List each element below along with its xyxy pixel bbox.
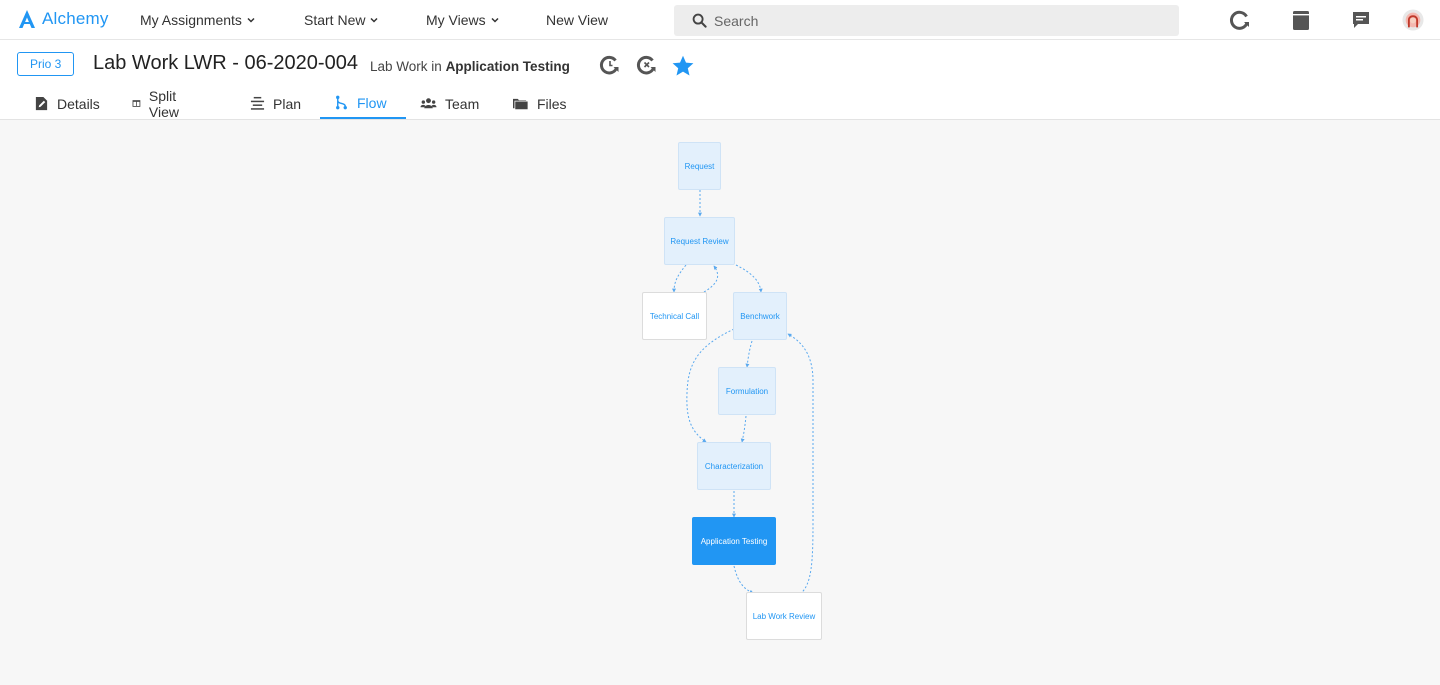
nav-start-new[interactable]: Start New [304, 12, 379, 28]
edge-benchwork-to-characterization [686, 328, 735, 443]
flow-icon [336, 95, 347, 110]
tab-details[interactable]: Details [20, 88, 114, 119]
tab-flow-label: Flow [357, 94, 387, 111]
priority-badge[interactable]: Prio 3 [17, 52, 75, 76]
edge-benchwork-to-formulation [745, 340, 753, 368]
tab-plan-label: Plan [273, 95, 302, 112]
flow-node-label: Request [684, 161, 715, 171]
flow-node-label: Formulation [725, 386, 769, 396]
subtitle-prefix: Lab Work in [370, 59, 442, 74]
flow-node-application-testing[interactable]: Application Testing [692, 517, 776, 565]
plan-icon [250, 96, 265, 110]
nav-new-view-label: New View [546, 12, 608, 28]
history-icon[interactable] [1229, 9, 1251, 31]
nav-my-views[interactable]: My Views [426, 12, 500, 28]
nav-my-assignments[interactable]: My Assignments [140, 12, 256, 28]
flow-node-label: Characterization [704, 461, 764, 471]
nav-my-assignments-label: My Assignments [140, 12, 242, 28]
split-view-icon [132, 100, 141, 107]
edge-review-to-benchwork-loop [787, 333, 814, 595]
nav-start-new-label: Start New [304, 12, 366, 28]
flow-node-label: Benchwork [740, 311, 780, 321]
tab-team[interactable]: Team [406, 88, 493, 119]
tab-files-label: Files [537, 95, 567, 112]
document-edit-icon [35, 96, 48, 111]
cancel-clock-icon[interactable] [636, 54, 658, 76]
nav-new-view[interactable]: New View [546, 12, 608, 28]
flow-node-benchwork[interactable]: Benchwork [733, 292, 787, 340]
tab-plan[interactable]: Plan [236, 88, 315, 119]
edge-application-testing-to-review [733, 565, 754, 594]
tab-details-label: Details [57, 95, 100, 112]
record-header: Prio 3 Lab Work LWR - 06-2020-004 Lab Wo… [0, 40, 1440, 120]
flow-node-label: Lab Work Review [752, 611, 816, 621]
nav-my-views-label: My Views [426, 12, 486, 28]
flow-node-label: Request Review [670, 236, 729, 246]
search-icon [692, 13, 707, 28]
edge-technical-call-to-review [703, 265, 719, 293]
flow-node-characterization[interactable]: Characterization [697, 442, 771, 490]
flow-canvas: Request Request Review Technical Call Be… [0, 121, 1440, 685]
chevron-down-icon [370, 17, 378, 23]
record-subtitle: Lab Work in Application Testing [370, 59, 570, 74]
tab-split-view-label: Split View [148, 87, 179, 120]
edge-review-to-technical-call [672, 264, 687, 293]
notebook-icon[interactable] [1290, 9, 1312, 31]
top-navbar: Alchemy My Assignments Start New My View… [0, 0, 1440, 40]
app-name: Alchemy [42, 9, 109, 28]
edge-formulation-to-characterization [740, 415, 747, 443]
tab-files[interactable]: Files [498, 88, 581, 119]
avatar[interactable] [1402, 9, 1424, 31]
flow-node-formulation[interactable]: Formulation [718, 367, 776, 415]
flow-node-lab-work-review[interactable]: Lab Work Review [746, 592, 822, 640]
tab-team-label: Team [445, 95, 480, 112]
flow-node-technical-call[interactable]: Technical Call [642, 292, 707, 340]
flow-node-label: Application Testing [700, 536, 768, 546]
alchemy-logo[interactable]: Alchemy [16, 8, 109, 30]
search-bar[interactable] [674, 5, 1179, 36]
edge-review-to-benchwork [735, 264, 763, 293]
subtitle-location[interactable]: Application Testing [445, 59, 570, 74]
flow-edges [672, 190, 814, 595]
chat-icon[interactable] [1350, 9, 1372, 31]
page-title: Lab Work LWR - 06-2020-004 [93, 52, 358, 74]
chevron-down-icon [491, 17, 499, 23]
chevron-down-icon [247, 17, 255, 23]
alchemy-logo-icon [19, 10, 35, 28]
files-icon [513, 98, 529, 110]
search-input[interactable] [714, 12, 1154, 29]
team-icon [420, 98, 437, 109]
time-tracking-icon[interactable] [599, 54, 621, 76]
tab-split-view[interactable]: Split View [118, 87, 199, 120]
flow-node-request[interactable]: Request [678, 142, 721, 190]
flow-node-label: Technical Call [649, 311, 700, 321]
favorite-star-icon[interactable] [671, 54, 694, 76]
tab-flow[interactable]: Flow [320, 88, 406, 119]
flow-node-request-review[interactable]: Request Review [664, 217, 735, 265]
